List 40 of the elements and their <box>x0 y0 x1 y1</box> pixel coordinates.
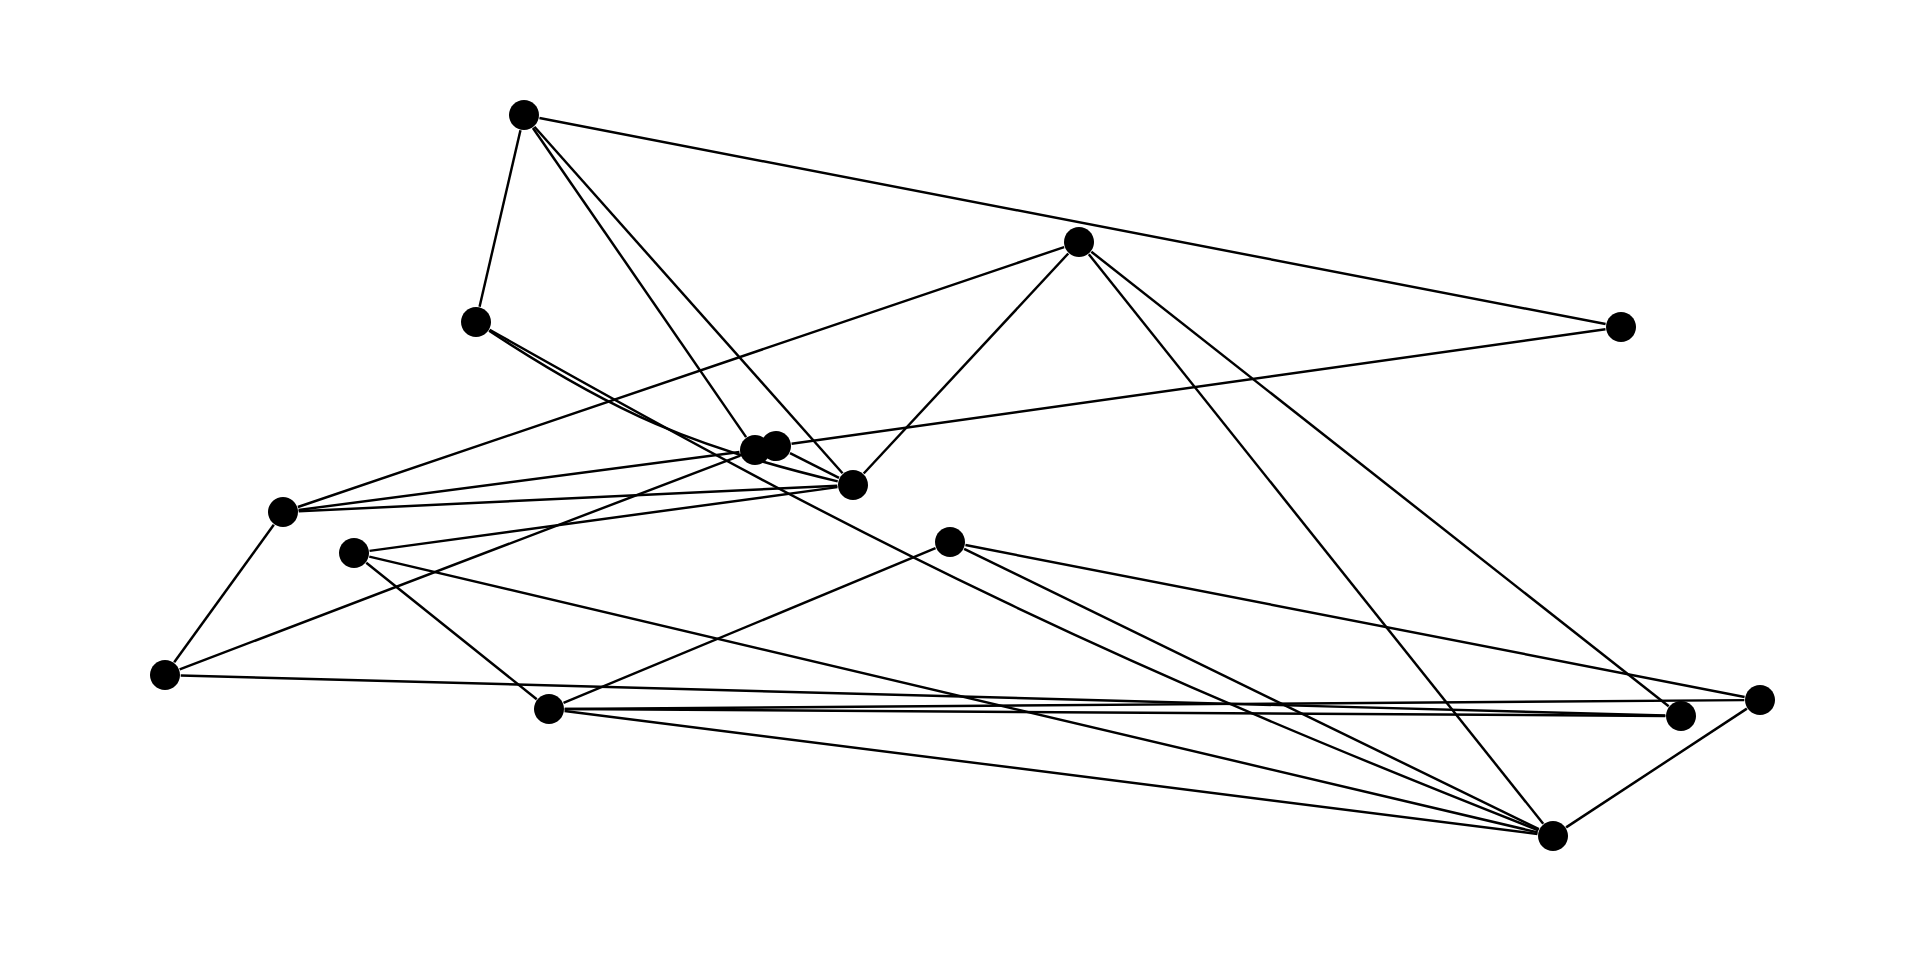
edge-line <box>965 543 1745 699</box>
graph-node <box>935 527 965 557</box>
graph-node <box>1606 312 1636 342</box>
graph-node <box>509 100 539 130</box>
edge-line <box>531 127 748 438</box>
edge-line <box>369 485 838 553</box>
edge-line <box>369 555 1538 834</box>
edge-line <box>180 674 1666 717</box>
edge-line <box>298 484 838 513</box>
edge-line <box>173 524 275 663</box>
graph-node <box>761 431 791 462</box>
edge-line <box>564 709 1538 836</box>
edge-line <box>963 547 1540 831</box>
graph-node <box>1666 701 1696 732</box>
edge-line <box>789 452 840 479</box>
graph-node <box>1538 821 1568 852</box>
edge-line <box>298 450 740 512</box>
edge-line <box>539 116 1606 326</box>
edge-line <box>564 707 1666 718</box>
edge-line <box>862 252 1070 475</box>
graph-node <box>268 497 298 527</box>
edge-line <box>365 561 538 701</box>
edge-line <box>791 328 1606 446</box>
graph-node <box>1745 685 1775 715</box>
edge-line <box>533 125 844 475</box>
graph-node <box>534 694 564 724</box>
edge-line <box>563 546 936 705</box>
edge-line <box>478 130 522 307</box>
graph-node <box>339 538 369 568</box>
graph-node <box>461 307 491 337</box>
edge-line <box>1090 250 1670 708</box>
edge-line <box>489 328 1539 832</box>
edge-line <box>179 454 741 671</box>
edge-line <box>1565 707 1748 829</box>
edge-line <box>488 329 838 483</box>
edge-line <box>1087 253 1545 825</box>
edge-line <box>297 245 1065 509</box>
graph-node <box>150 660 180 690</box>
graph-node <box>838 470 868 500</box>
graph-node <box>1064 227 1094 257</box>
